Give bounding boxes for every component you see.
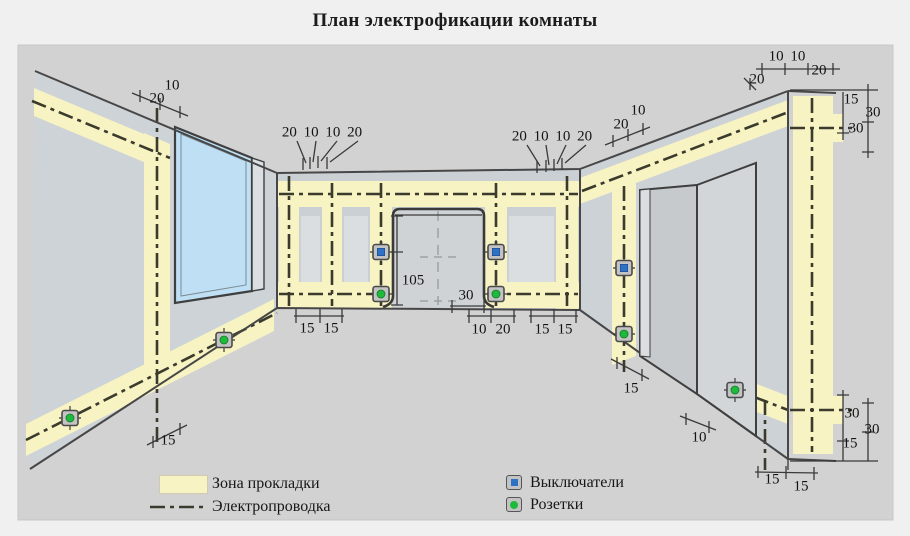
legend-zone-swatch [159, 475, 208, 494]
doorway-opening [382, 207, 495, 309]
legend-sockets-label: Розетки [530, 496, 584, 513]
legend-switches-label: Выключатели [530, 474, 624, 491]
dimension-ticks [131, 63, 878, 480]
wall-inset-panels [301, 216, 554, 282]
legend-wiring-label: Электропроводка [212, 498, 331, 515]
legend-zone-label: Зона прокладки [212, 475, 320, 492]
legend-socket-icon [506, 497, 522, 512]
legend-wiring-line-icon [150, 505, 208, 509]
window [173, 125, 265, 305]
door-edge [639, 188, 651, 358]
legend-switch-icon [506, 475, 522, 490]
diagram-title: План электрофикации комнаты [312, 10, 598, 31]
door [639, 161, 757, 438]
